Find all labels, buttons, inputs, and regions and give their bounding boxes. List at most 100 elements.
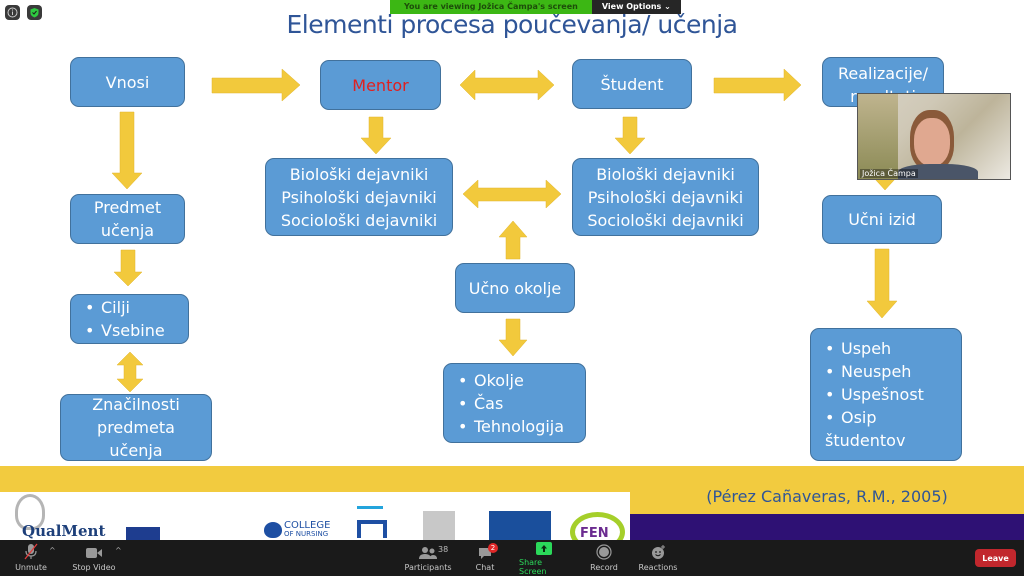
- university-rays-icon: [357, 506, 383, 514]
- shared-screen-slide: Elementi procesa poučevanja/ učenja: [0, 0, 1024, 540]
- footer-purple-band: [630, 514, 1024, 540]
- audio-options-caret[interactable]: ^: [49, 546, 56, 555]
- flow-arrows: [111, 68, 898, 393]
- reactions-button[interactable]: Reactions: [638, 540, 678, 576]
- arrow-down-icon: [614, 116, 646, 155]
- microphone-muted-icon: [24, 543, 38, 560]
- stop-video-label: Stop Video: [72, 563, 116, 572]
- fen-logo-text: FEN: [580, 526, 609, 540]
- arrow-up-icon: [498, 220, 528, 260]
- arrow-right-icon: [211, 68, 301, 102]
- box-line: Sociološki dejavniki: [587, 210, 744, 230]
- box-label: Mentor: [352, 75, 409, 95]
- arrow-down-icon: [866, 248, 898, 319]
- share-screen-icon: [536, 542, 552, 555]
- qualment-logo-text: QualMent: [22, 522, 106, 540]
- citation-band: [630, 466, 1024, 514]
- box-student-factors: Biološki dejavniki Psihološki dejavniki …: [572, 158, 759, 236]
- box-student: Študent: [572, 59, 692, 109]
- box-mentor-factors: Biološki dejavniki Psihološki dejavniki …: [265, 158, 453, 236]
- list-item: Čas: [458, 392, 564, 415]
- video-options-caret[interactable]: ^: [115, 546, 122, 555]
- list-item: Okolje: [458, 369, 564, 392]
- box-line: Značilnosti: [92, 395, 180, 414]
- meeting-toolbar: Unmute ^ Stop Video ^ Participants 38 Ch…: [0, 540, 1024, 576]
- unmute-button[interactable]: Unmute: [14, 540, 48, 576]
- screen-share-banner: You are viewing Jožica Čampa's screen Vi…: [390, 0, 681, 14]
- participants-count: 38: [438, 545, 449, 554]
- encryption-button[interactable]: [27, 5, 42, 20]
- box-cilji-vsebine: Cilji Vsebine: [70, 294, 189, 344]
- list-item: Cilji: [85, 296, 165, 319]
- participant-video-tile[interactable]: Jožica Čampa: [857, 93, 1011, 180]
- share-screen-label: Share Screen: [519, 558, 547, 576]
- list-item: študentov: [825, 431, 906, 450]
- unmute-label: Unmute: [15, 563, 47, 572]
- participants-icon: [419, 547, 437, 559]
- participants-label: Participants: [404, 563, 452, 572]
- arrow-double-horizontal-icon: [462, 179, 562, 209]
- box-line: učenja: [100, 221, 155, 240]
- chat-unread-badge: 2: [488, 543, 498, 553]
- college-heart-icon: [264, 522, 282, 538]
- list-item: Neuspeh: [825, 360, 924, 383]
- arrow-right-icon: [713, 68, 802, 102]
- slide-title: Elementi procesa poučevanja/ učenja: [286, 10, 738, 39]
- box-label: Študent: [600, 74, 664, 94]
- info-icon: [7, 7, 18, 18]
- box-line: Biološki dejavniki: [289, 164, 429, 184]
- list-item: Tehnologija: [458, 415, 564, 438]
- logo-text: OF NURSING: [284, 530, 329, 538]
- arrow-down-icon: [498, 318, 528, 357]
- reactions-label: Reactions: [638, 563, 678, 572]
- college-of-nursing-logo: COLLEGE OF NURSING: [284, 521, 330, 539]
- box-predmet-ucenja: Predmet učenja: [70, 194, 185, 244]
- stop-video-button[interactable]: Stop Video: [72, 540, 116, 576]
- list-item: Uspešnost: [825, 383, 924, 406]
- box-line: Biološki dejavniki: [596, 164, 735, 184]
- participant-face: [914, 118, 950, 166]
- box-label: Učno okolje: [468, 278, 562, 298]
- box-label: Vnosi: [105, 72, 150, 92]
- triangle-logo-icon: [423, 511, 455, 540]
- share-screen-button[interactable]: Share Screen: [519, 540, 569, 576]
- list-item: Osip: [825, 406, 924, 429]
- box-vnosi: Vnosi: [70, 57, 185, 107]
- leave-button[interactable]: Leave: [975, 549, 1016, 567]
- university-castle-icon: [357, 520, 387, 538]
- meeting-info-button[interactable]: [5, 5, 20, 20]
- arrow-down-icon: [360, 116, 392, 155]
- box-line: Psihološki dejavniki: [281, 187, 437, 207]
- participant-name: Jožica Čampa: [860, 169, 918, 178]
- citation: (Pérez Cañaveras, R.M., 2005): [706, 487, 948, 506]
- video-background: [858, 94, 898, 179]
- shield-university-logo-icon: [489, 511, 551, 540]
- box-ucni-izid: Učni izid: [822, 195, 942, 244]
- box-line: Psihološki dejavniki: [587, 187, 744, 207]
- record-icon: [596, 544, 612, 560]
- participants-button[interactable]: Participants: [404, 540, 452, 576]
- view-options-button[interactable]: View Options ⌄: [591, 0, 681, 14]
- box-okolje-items: Okolje Čas Tehnologija: [443, 363, 586, 443]
- record-button[interactable]: Record: [589, 540, 619, 576]
- record-label: Record: [590, 563, 618, 572]
- viewing-screen-label: You are viewing Jožica Čampa's screen: [390, 0, 592, 14]
- video-camera-icon: [86, 548, 102, 558]
- eu-flag-icon: [126, 527, 160, 540]
- box-label: Učni izid: [848, 210, 916, 229]
- box-znacilnosti: Značilnosti predmeta učenja: [60, 394, 212, 461]
- arrow-down-icon: [111, 111, 143, 190]
- box-line: Sociološki dejavniki: [280, 210, 438, 230]
- box-line: predmeta: [97, 418, 175, 437]
- reactions-smiley-icon: [652, 545, 665, 559]
- box-line: Predmet: [93, 198, 162, 217]
- partner-logos: QualMent COLLEGE OF NURSING FEN: [0, 492, 630, 540]
- chat-label: Chat: [475, 563, 495, 572]
- list-item: Vsebine: [85, 319, 165, 342]
- logo-text: COLLEGE: [284, 520, 331, 531]
- list-item: Uspeh: [825, 337, 924, 360]
- box-mentor: Mentor: [320, 60, 441, 110]
- arrow-double-horizontal-icon: [459, 69, 555, 101]
- shield-check-icon: [30, 8, 39, 18]
- arrow-down-icon: [113, 249, 143, 287]
